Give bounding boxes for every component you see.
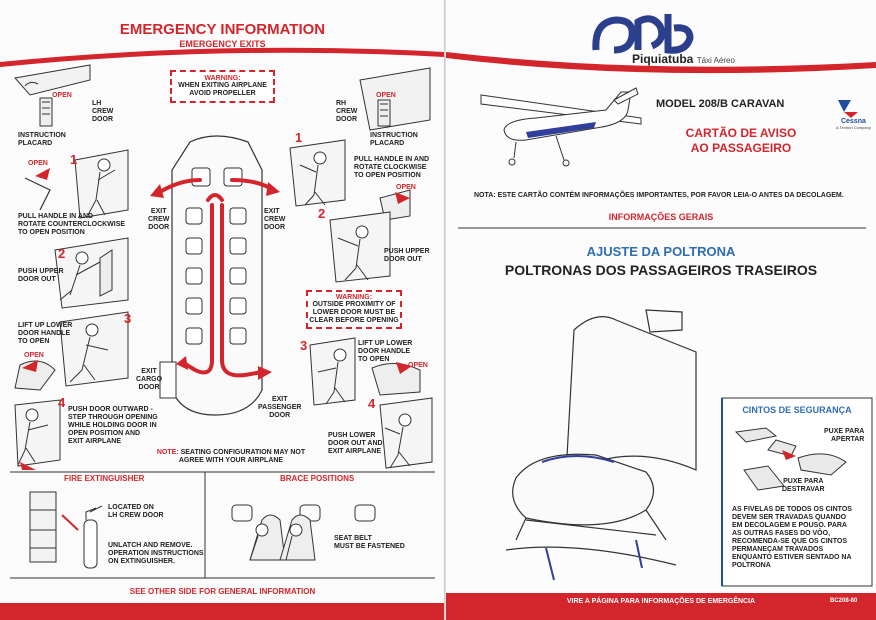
aircraft-model: MODEL 208/B CARAVAN [656,98,785,110]
step-number: 3 [124,311,132,326]
cessna-logo: Cessna A Textron Company [836,118,871,130]
seat-belts-title: CINTOS DE SEGURANÇA [742,405,852,415]
warning-head: WARNING: [204,75,241,82]
seat-belts-text: AS FIVELAS DE TODOS OS CINTOS DEVEM SER … [732,506,852,569]
step-number: 1 [295,130,303,145]
open-label: OPEN [408,362,428,369]
step-number: 4 [58,395,66,410]
important-note: NOTA: ESTE CARTÃO CONTÉM INFORMAÇÕES IMP… [474,192,844,199]
brace-positions-title: BRACE POSITIONS [280,474,355,483]
seat-adjust-title: AJUSTE DA POLTRONA [586,244,736,259]
emergency-illustrations [0,47,444,620]
brand-name: Piquiatuba Táxi Aéreo [632,52,735,66]
passenger-illustrations [446,14,876,620]
page-title: EMERGENCY INFORMATION [119,21,326,38]
emergency-info-page: EMERGENCY INFORMATION EMERGENCY EXITS WA… [0,0,445,620]
warning-propeller: WARNING: WHEN EXITING AIRPLANE AVOID PRO… [170,70,275,103]
piquiatuba-logo [592,14,694,54]
open-label: OPEN [396,184,416,191]
step-number: 4 [368,396,376,411]
section-general-info: INFORMAÇÕES GERAIS [608,212,714,222]
open-label: OPEN [52,92,72,99]
rear-seats-title: POLTRONAS DOS PASSAGEIROS TRASEIROS [504,262,818,278]
warning-line: AVOID PROPELLER [189,90,256,97]
card-code: BC208-80 [830,598,858,604]
fire-instructions-text: UNLATCH AND REMOVE.OPERATION INSTRUCTION… [108,542,204,565]
fire-extinguisher-title: FIRE EXTINGUISHER [64,474,145,483]
right-footer: VIRE A PÁGINA PARA INFORMAÇÕES DE EMERGÊ… [566,598,756,605]
step-number: 3 [300,338,308,353]
warning-lower-door: WARNING: OUTSIDE PROXIMITY OF LOWER DOOR… [306,290,402,329]
seating-note: NOTE: SEATING CONFIGURATION MAY NOT AGRE… [156,449,306,464]
step-number: 2 [318,206,326,221]
left-footer: SEE OTHER SIDE FOR GENERAL INFORMATION [129,587,316,596]
warning-line: WHEN EXITING AIRPLANE [178,82,267,89]
passenger-info-page: Piquiatuba Táxi Aéreo MODEL 208/B CARAVA… [446,0,876,620]
step-number: 1 [70,152,78,167]
open-label: OPEN [28,160,48,167]
page-subtitle: EMERGENCY EXITS [179,39,266,49]
open-label: OPEN [24,352,44,359]
open-label: OPEN [376,92,396,99]
step-number: 2 [58,246,66,261]
